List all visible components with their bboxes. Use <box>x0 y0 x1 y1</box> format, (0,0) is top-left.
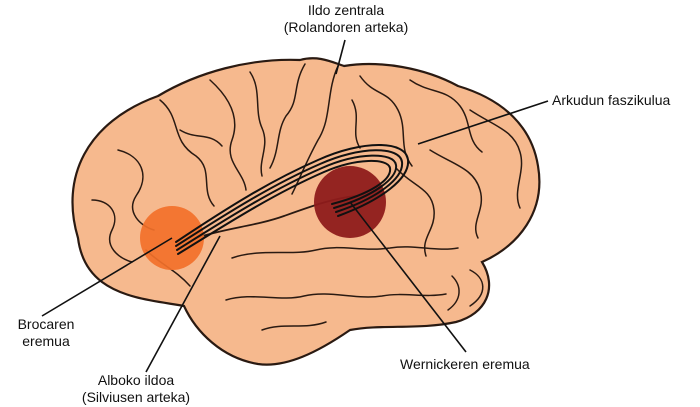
arcuate-fasciculus-label: Arkudun faszikulua <box>552 92 670 109</box>
broca-area-label-line2: eremua <box>4 333 88 350</box>
arcuate-fasciculus-label-line1: Arkudun faszikulua <box>552 92 670 109</box>
wernicke-area-label: Wernickeren eremua <box>400 356 530 373</box>
wernicke-area-label-line1: Wernickeren eremua <box>400 356 530 373</box>
central-sulcus-label: Ildo zentrala (Rolandoren arteka) <box>266 2 426 36</box>
lateral-sulcus-label-line2: (Silviusen arteka) <box>62 389 210 406</box>
lateral-sulcus-label-line1: Alboko ildoa <box>62 372 210 389</box>
lateral-sulcus-label: Alboko ildoa (Silviusen arteka) <box>62 372 210 406</box>
broca-area-label: Brocaren eremua <box>4 316 88 350</box>
central-sulcus-label-line1: Ildo zentrala <box>266 2 426 19</box>
central-sulcus-label-line2: (Rolandoren arteka) <box>266 19 426 36</box>
broca-area-label-line1: Brocaren <box>4 316 88 333</box>
brain-hemisphere <box>72 58 539 364</box>
